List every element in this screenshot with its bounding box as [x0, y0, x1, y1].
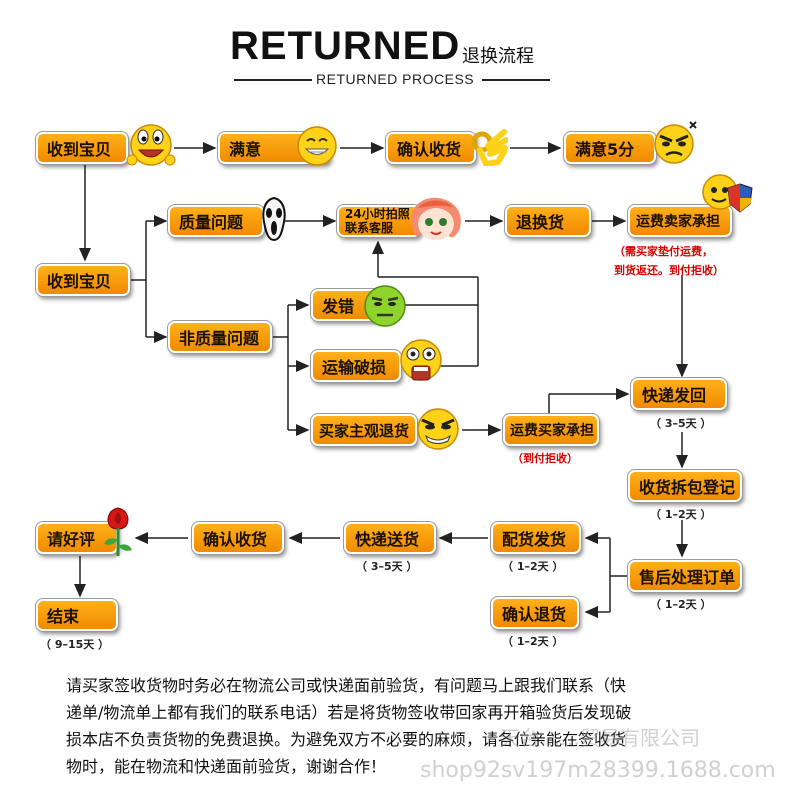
subtitle: RETURNED PROCESS [316, 71, 475, 87]
smile-emoji-icon [297, 126, 337, 166]
node-photo-line1: 24小时拍照 [345, 207, 410, 221]
note-end-days: （ 9–15天 ） [40, 638, 110, 651]
node-return-exchange: 退换货 [504, 204, 592, 238]
note-confirm-return-days: （ 1–2天 ） [502, 635, 564, 648]
node-buyer-return: 买家主观退货 [310, 413, 418, 447]
node-seller-ship: 运费卖家承担 [627, 204, 733, 238]
notice-line-3: 损本店不负责货物的免费退换。为避免双方不必要的麻烦，请各位亲能在签收货 [66, 730, 627, 749]
node-confirm-return: 确认退货 [490, 596, 580, 630]
node-receive-register: 收货拆包登记 [627, 469, 743, 503]
node-after-sale: 售后处理订单 [627, 559, 743, 593]
note-register-days: （ 1–2天 ） [650, 508, 712, 521]
girl-face-icon [411, 197, 461, 240]
laughing-emoji-icon [126, 124, 176, 166]
title: RETURNED [230, 24, 461, 68]
node-buyer-ship: 运费买家承担 [502, 413, 600, 447]
node-photo-line2: 联系客服 [345, 221, 394, 235]
scream-mask-icon [262, 196, 286, 242]
header-rule-right [482, 79, 550, 81]
watermark-company: 天台……贸易有限公司 [500, 726, 700, 750]
rose-icon [104, 507, 132, 556]
ok-hand-icon [471, 129, 508, 166]
node-prepare-ship: 配货发货 [490, 521, 582, 555]
watermark-url: shop92sv197m28399.1688.com [420, 758, 776, 783]
node-photo-contact: 24小时拍照 联系客服 [336, 204, 422, 238]
angry-emoji-icon [654, 121, 697, 164]
node-five-star: 满意5分 [563, 131, 657, 165]
note-prepare-days: （ 1–2天 ） [502, 560, 564, 573]
notice-text: 请买家签收货物时务必在物流公司或快递面前验货，有问题马上跟我们联系（快 递单/物… [66, 672, 736, 780]
node-express-send: 快递送货 [343, 521, 437, 555]
node-transit-damage: 运输破损 [310, 349, 402, 383]
shield-emoji-icon [702, 174, 753, 213]
notice-line-1: 请买家签收货物时务必在物流公司或快递面前验货，有问题马上跟我们联系（快 [66, 676, 627, 695]
grimace-emoji-icon [417, 408, 459, 450]
node-express-back: 快递发回 [630, 377, 728, 411]
note-seller-ship-1: （需买家垫付运费， [614, 245, 713, 258]
node-review: 请好评 [35, 521, 119, 555]
node-end: 结束 [35, 598, 119, 632]
notice-line-4: 物时，能在物流和快递面前验货，谢谢合作！ [66, 757, 387, 776]
green-emoji-icon [364, 285, 406, 327]
note-buyer-ship: （到付拒收） [512, 452, 578, 465]
note-express-back-days: （ 3–5天 ） [650, 417, 712, 430]
title-chinese: 退换流程 [462, 46, 534, 67]
node-confirm-receipt-top: 确认收货 [385, 131, 477, 165]
note-after-sale-days: （ 1–2天 ） [650, 598, 712, 611]
node-confirm-receipt-bottom: 确认收货 [191, 521, 285, 555]
node-receive-item-1: 收到宝贝 [35, 131, 129, 165]
node-receive-item-2: 收到宝贝 [35, 263, 131, 297]
node-non-quality-issue: 非质量问题 [167, 320, 273, 354]
shocked-emoji-icon [400, 339, 442, 381]
header-rule-left [234, 79, 312, 81]
notice-line-2: 递单/物流单上都有我们的联系电话）若是将货物签收带回家再开箱验货后发现破 [66, 703, 632, 722]
node-quality-issue: 质量问题 [167, 204, 265, 238]
note-seller-ship-2: 到货返还。到付拒收） [614, 264, 724, 277]
note-express-send-days: （ 3–5天 ） [356, 560, 418, 573]
